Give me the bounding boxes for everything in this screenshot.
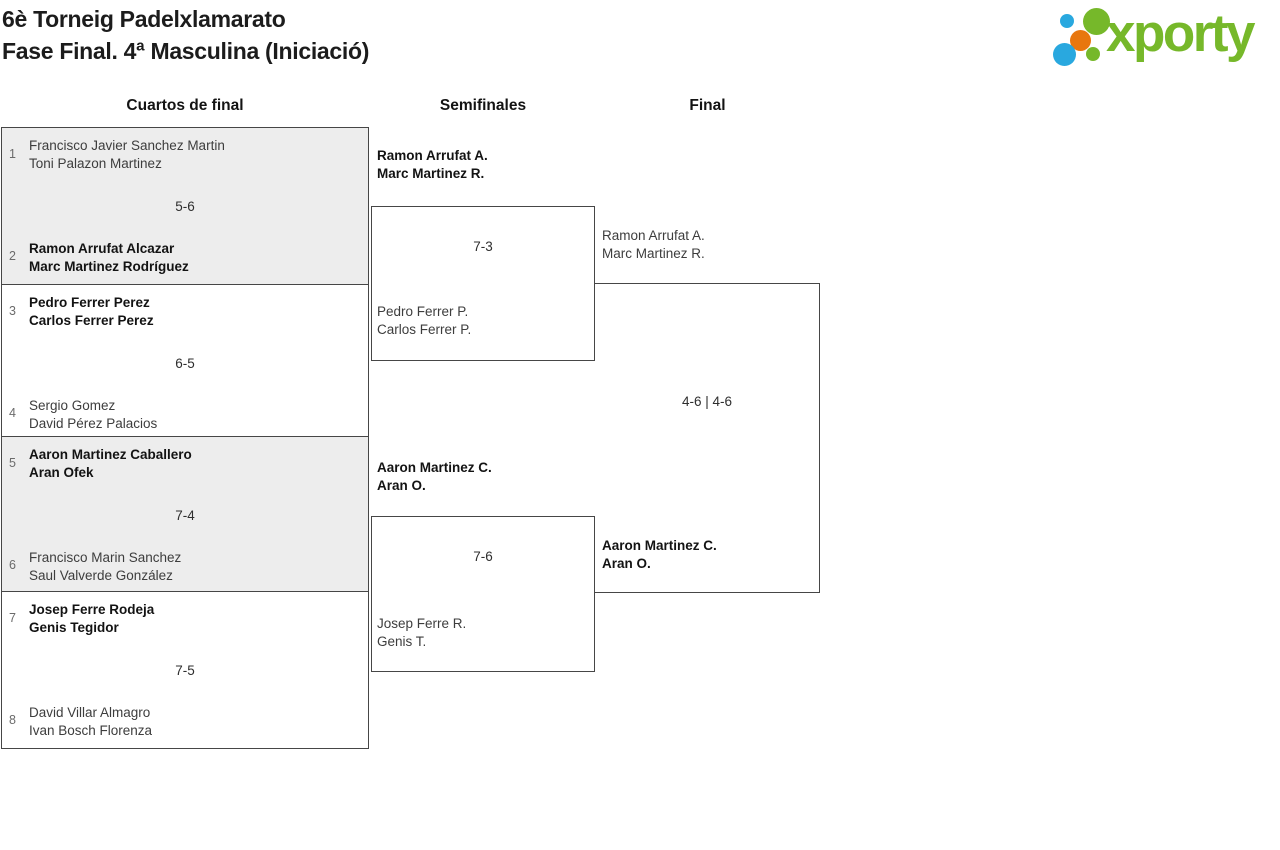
- match-score: 4-6 | 4-6: [681, 394, 733, 409]
- team-pair: Pedro Ferrer Perez Carlos Ferrer Perez: [29, 294, 154, 330]
- team-pair: Francisco Javier Sanchez Martin Toni Pal…: [29, 137, 225, 173]
- player-name: Marc Martinez Rodríguez: [29, 259, 189, 274]
- seed-number: 5: [9, 456, 16, 470]
- match-score: 6-5: [175, 356, 195, 371]
- player-name: Ramon Arrufat Alcazar: [29, 241, 175, 256]
- team-pair: Aaron Martinez C. Aran O.: [377, 459, 492, 495]
- team-pair: Sergio Gomez David Pérez Palacios: [29, 397, 157, 433]
- team-pair: Josep Ferre R. Genis T.: [377, 615, 466, 651]
- quarterfinal-match-3: 5 Aaron Martinez Caballero Aran Ofek 7-4…: [1, 436, 369, 592]
- player-name: Aran O.: [377, 478, 426, 493]
- team-pair: David Villar Almagro Ivan Bosch Florenza: [29, 704, 152, 740]
- player-name: Ivan Bosch Florenza: [29, 723, 153, 738]
- team-pair: Josep Ferre Rodeja Genis Tegidor: [29, 601, 154, 637]
- seed-number: 2: [9, 249, 16, 263]
- player-name: Ramon Arrufat A.: [602, 228, 705, 243]
- player-name: Aaron Martinez Caballero: [29, 447, 192, 462]
- player-name: Ramon Arrufat A.: [377, 148, 488, 163]
- player-name: Aran O.: [602, 556, 651, 571]
- round-header-semifinals: Semifinales: [439, 97, 527, 114]
- seed-number: 4: [9, 406, 16, 420]
- team-pair: Pedro Ferrer P. Carlos Ferrer P.: [377, 303, 471, 339]
- logo-dot-icon: [1053, 43, 1076, 66]
- player-name: Francisco Javier Sanchez Martin: [29, 138, 225, 153]
- tournament-name: 6è Torneig Padelxlamarato: [2, 6, 286, 32]
- logo-dot-icon: [1083, 8, 1110, 35]
- semifinal-match-1: 7-3: [371, 206, 595, 361]
- player-name: Aaron Martinez C.: [377, 460, 492, 475]
- player-name: Saul Valverde González: [29, 568, 173, 583]
- player-name: Josep Ferre R.: [377, 616, 467, 631]
- team-pair: Ramon Arrufat Alcazar Marc Martinez Rodr…: [29, 240, 189, 276]
- logo-dot-icon: [1070, 30, 1091, 51]
- player-name: Marc Martinez R.: [602, 246, 705, 261]
- player-name: David Pérez Palacios: [29, 416, 158, 431]
- phase-category-name: Fase Final. 4ª Masculina (Iniciació): [2, 38, 370, 64]
- team-pair: Aaron Martinez Caballero Aran Ofek: [29, 446, 192, 482]
- player-name: Pedro Ferrer Perez: [29, 295, 150, 310]
- semifinal-match-2: 7-6: [371, 516, 595, 672]
- player-name: Carlos Ferrer P.: [377, 322, 472, 337]
- seed-number: 1: [9, 147, 16, 161]
- player-name: Francisco Marin Sanchez: [29, 550, 182, 565]
- player-name: Aran Ofek: [29, 465, 94, 480]
- player-name: Josep Ferre Rodeja: [29, 602, 155, 617]
- final-match: 4-6 | 4-6: [595, 283, 820, 593]
- player-name: Marc Martinez R.: [377, 166, 485, 181]
- match-score: 7-3: [473, 239, 493, 254]
- player-name: Carlos Ferrer Perez: [29, 313, 154, 328]
- team-pair: Ramon Arrufat A. Marc Martinez R.: [377, 147, 488, 183]
- logo-dot-icon: [1086, 47, 1100, 61]
- quarterfinal-match-4: 7 Josep Ferre Rodeja Genis Tegidor 7-5 8…: [1, 591, 369, 749]
- seed-number: 7: [9, 611, 16, 625]
- player-name: Pedro Ferrer P.: [377, 304, 469, 319]
- logo-wordmark: xporty: [1106, 4, 1255, 63]
- seed-number: 6: [9, 558, 16, 572]
- team-pair: Aaron Martinez C. Aran O.: [602, 537, 717, 573]
- match-score: 7-6: [473, 549, 493, 564]
- player-name: Aaron Martinez C.: [602, 538, 717, 553]
- player-name: Toni Palazon Martinez: [29, 156, 162, 171]
- match-score: 5-6: [175, 199, 195, 214]
- player-name: David Villar Almagro: [29, 705, 151, 720]
- round-header-final: Final: [689, 97, 726, 114]
- match-score: 7-5: [175, 663, 195, 678]
- seed-number: 8: [9, 713, 16, 727]
- round-header-quarterfinals: Cuartos de final: [126, 97, 244, 114]
- logo-dot-icon: [1060, 14, 1074, 28]
- page-title: 6è Torneig Padelxlamarato Fase Final. 4ª…: [2, 3, 369, 67]
- team-pair: Ramon Arrufat A. Marc Martinez R.: [602, 227, 705, 263]
- xporty-logo[interactable]: xporty: [1048, 0, 1280, 75]
- seed-number: 3: [9, 304, 16, 318]
- quarterfinal-match-2: 3 Pedro Ferrer Perez Carlos Ferrer Perez…: [1, 284, 369, 437]
- player-name: Sergio Gomez: [29, 398, 116, 413]
- quarterfinal-match-1: 1 Francisco Javier Sanchez Martin Toni P…: [1, 127, 369, 285]
- match-score: 7-4: [175, 508, 195, 523]
- player-name: Genis T.: [377, 634, 427, 649]
- team-pair: Francisco Marin Sanchez Saul Valverde Go…: [29, 549, 181, 585]
- player-name: Genis Tegidor: [29, 620, 119, 635]
